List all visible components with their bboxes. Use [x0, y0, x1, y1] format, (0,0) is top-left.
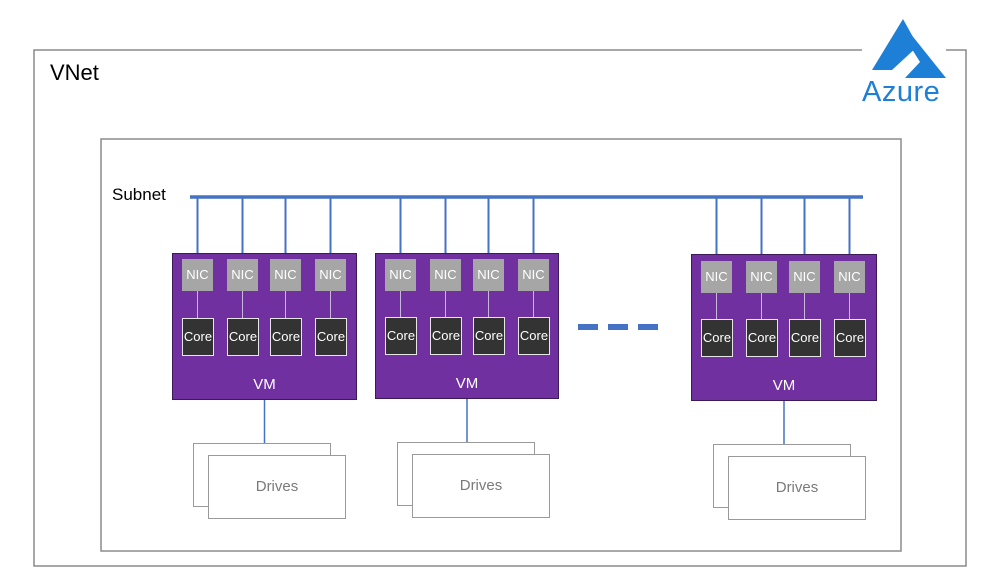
- nic-card: NIC: [182, 259, 213, 291]
- azure-logo-text: Azure: [862, 76, 941, 108]
- drives-label: Drives: [459, 477, 503, 494]
- nic-card: NIC: [227, 259, 258, 291]
- cpu-core: Core: [227, 318, 259, 356]
- nic-core-link: [761, 293, 762, 319]
- nic-card: NIC: [270, 259, 301, 291]
- drives-box-1: Drives: [208, 455, 346, 519]
- nic-card: NIC: [701, 261, 732, 293]
- vm-label: VM: [253, 376, 276, 393]
- drives-box-2: Drives: [412, 454, 550, 518]
- cpu-core: Core: [385, 317, 417, 355]
- nic-core-link: [330, 291, 331, 318]
- vnet-border: [33, 49, 967, 567]
- cpu-core: Core: [270, 318, 302, 356]
- cpu-core: Core: [789, 319, 821, 357]
- subnet-container: [100, 138, 902, 552]
- nic-card: NIC: [385, 259, 416, 291]
- drives-label: Drives: [255, 478, 299, 495]
- vm-label: VM: [455, 375, 479, 392]
- nic-core-link: [533, 291, 534, 317]
- nic-card: NIC: [315, 259, 346, 291]
- cpu-core: Core: [834, 319, 866, 357]
- nic-card: NIC: [473, 259, 504, 291]
- azure-logo-icon: [872, 19, 946, 78]
- drives-box-3: Drives: [728, 456, 866, 520]
- cpu-core: Core: [473, 317, 505, 355]
- nic-card: NIC: [789, 261, 820, 293]
- nic-core-link: [488, 291, 489, 317]
- subnet-label: Subnet: [112, 185, 166, 204]
- nic-core-link: [716, 293, 717, 319]
- cpu-core: Core: [182, 318, 214, 356]
- nic-core-link: [400, 291, 401, 317]
- nic-core-link: [804, 293, 805, 319]
- nic-core-link: [445, 291, 446, 317]
- vnet-label: VNet: [50, 60, 99, 85]
- nic-core-link: [849, 293, 850, 319]
- cpu-core: Core: [701, 319, 733, 357]
- cpu-core: Core: [746, 319, 778, 357]
- nic-core-link: [285, 291, 286, 318]
- nic-card: NIC: [834, 261, 865, 293]
- vm-label: VM: [772, 377, 796, 394]
- nic-card: NIC: [518, 259, 549, 291]
- drives-label: Drives: [775, 479, 819, 496]
- nic-card: NIC: [430, 259, 461, 291]
- nic-core-link: [197, 291, 198, 318]
- cpu-core: Core: [430, 317, 462, 355]
- cpu-core: Core: [518, 317, 550, 355]
- cpu-core: Core: [315, 318, 347, 356]
- nic-card: NIC: [746, 261, 777, 293]
- nic-core-link: [242, 291, 243, 318]
